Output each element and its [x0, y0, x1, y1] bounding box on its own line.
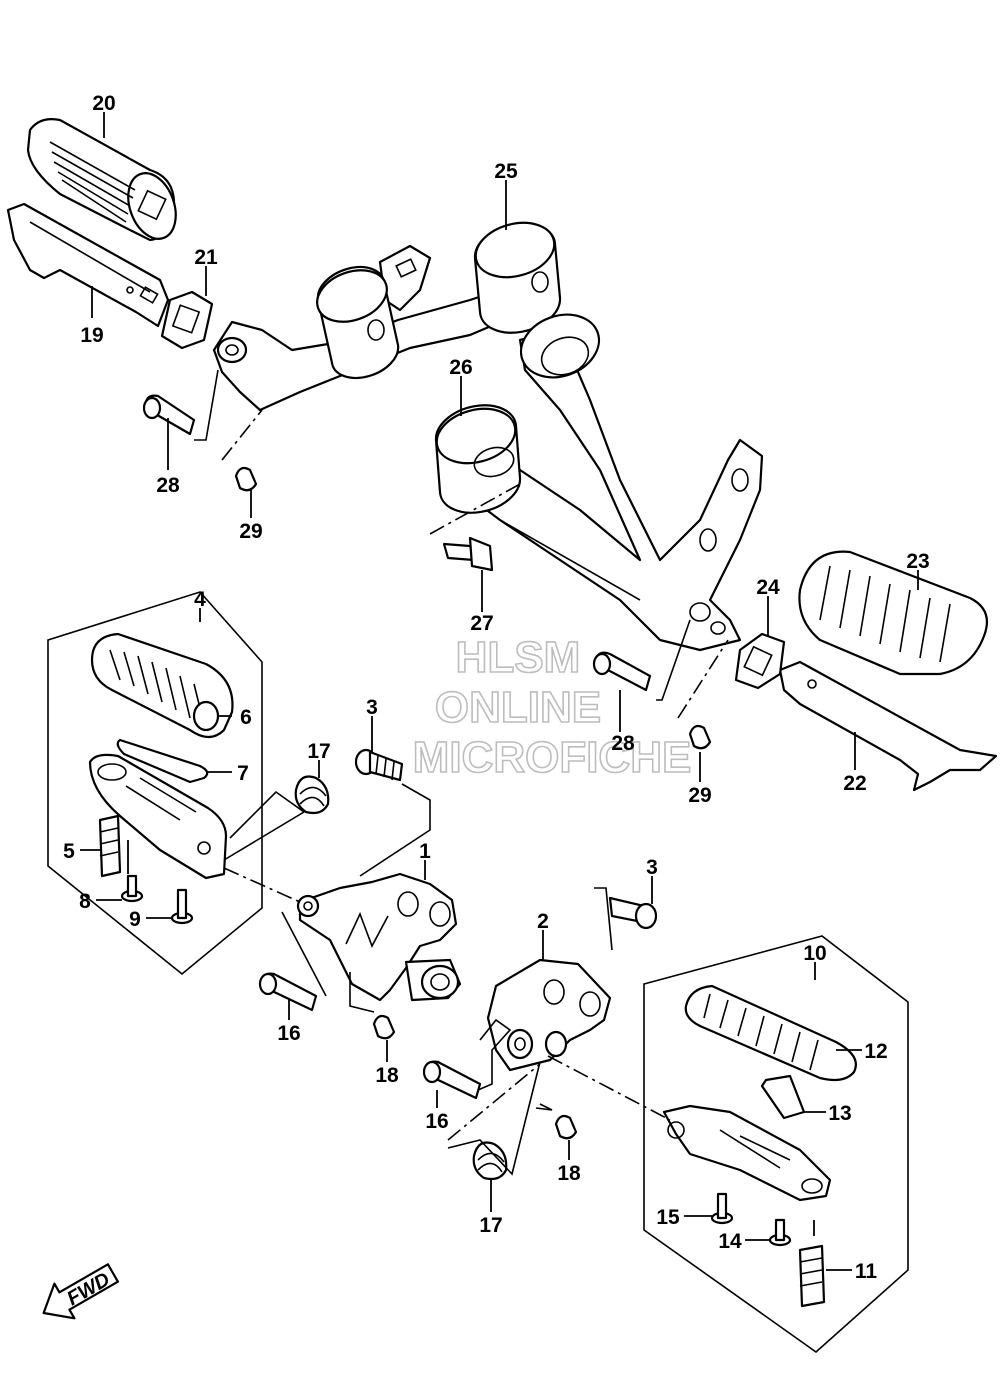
callout-17-upper: 17: [307, 740, 330, 763]
watermark-line-1: HLSM: [456, 633, 581, 682]
front-bracket-right: [486, 958, 612, 1072]
callout-8: 8: [79, 890, 91, 913]
front-bracket-left: [296, 872, 462, 1002]
callout-14: 14: [718, 1230, 742, 1253]
callout-18-upper: 18: [375, 1064, 399, 1087]
callout-10: 10: [803, 942, 826, 965]
callout-27: 27: [470, 612, 493, 635]
rear-bracket-right: [434, 313, 764, 652]
callout-7: 7: [237, 762, 249, 785]
callout-17-lower: 17: [479, 1214, 502, 1237]
callout-22: 22: [843, 772, 866, 795]
callout-28-lower: 28: [611, 732, 635, 755]
callout-29-upper: 29: [239, 520, 262, 543]
callout-11: 11: [855, 1260, 878, 1283]
callout-16-upper: 16: [277, 1022, 300, 1045]
front-footrest-right-assy: [643, 935, 909, 1354]
callouts: 20 25 21 19 26 28 29 24 23 27 4 6 7 3 17…: [63, 92, 930, 1283]
watermark-line-2: ONLINE: [435, 683, 601, 732]
callout-3-lower: 3: [646, 856, 658, 879]
callout-23: 23: [906, 550, 929, 573]
callout-28-upper: 28: [156, 474, 180, 497]
leader-lines: [80, 112, 919, 1271]
watermark: HLSM ONLINE MICROFICHE: [412, 632, 692, 783]
callout-3-upper: 3: [366, 696, 378, 719]
callout-5: 5: [63, 840, 75, 863]
callout-20: 20: [92, 92, 115, 115]
callout-29-lower: 29: [688, 784, 711, 807]
callout-18-lower: 18: [557, 1162, 581, 1185]
callout-6: 6: [240, 706, 252, 729]
callout-4: 4: [194, 588, 206, 611]
callout-12: 12: [864, 1040, 887, 1063]
front-footrest-left-assy: [47, 591, 263, 976]
rear-footrest-right: [734, 550, 998, 792]
rear-bracket-left: [212, 221, 562, 412]
callout-9: 9: [129, 908, 141, 931]
callout-26: 26: [449, 356, 472, 379]
callout-21: 21: [194, 246, 218, 269]
callout-16-lower: 16: [425, 1110, 448, 1133]
watermark-line-3: MICROFICHE: [413, 733, 692, 782]
callout-25: 25: [494, 160, 518, 183]
fwd-arrow-icon: FWD: [42, 1263, 120, 1320]
callout-15: 15: [656, 1206, 680, 1229]
callout-19: 19: [80, 324, 103, 347]
hardware: [142, 394, 712, 1181]
callout-1: 1: [419, 840, 431, 863]
callout-2: 2: [537, 910, 549, 933]
callout-24: 24: [756, 576, 780, 599]
rear-footrest-left: [6, 118, 214, 350]
callout-13: 13: [828, 1102, 851, 1125]
